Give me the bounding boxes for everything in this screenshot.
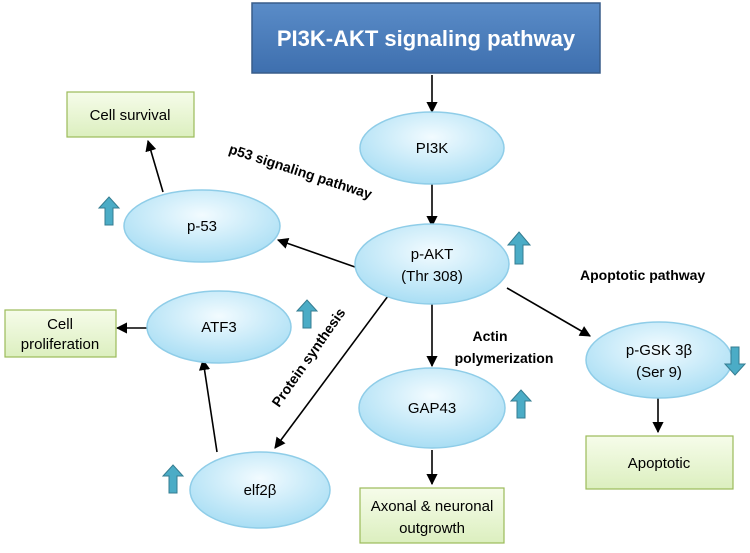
title-box: PI3K-AKT signaling pathway	[251, 2, 601, 74]
edge-pakt-pgsk	[506, 287, 591, 337]
node-atf3: ATF3	[146, 290, 292, 364]
node-gap43: GAP43	[358, 367, 506, 449]
outcome-axonal-outgrowth: Axonal & neuronal outgrowth	[359, 487, 505, 544]
outcome-axonal-line1: Axonal & neuronal	[371, 498, 494, 515]
edge-pakt-p53	[276, 238, 356, 268]
outcome-cell-proliferation: Cell proliferation	[4, 309, 117, 358]
edges	[115, 75, 664, 486]
node-pi3k-label: PI3K	[416, 140, 449, 157]
node-pakt: p-AKT (Thr 308)	[354, 223, 510, 305]
node-pakt-label-line2: (Thr 308)	[401, 268, 463, 285]
outcome-axonal-line2: outgrowth	[399, 520, 465, 537]
edge-elf2b-atf3	[198, 358, 218, 453]
node-atf3-label: ATF3	[201, 319, 237, 336]
edge-pakt-elf2b	[274, 295, 389, 449]
label-apoptotic-pathway: Apoptotic pathway	[580, 267, 705, 283]
up-arrow-icon-atf3	[295, 299, 319, 329]
diagram-title: PI3K-AKT signaling pathway	[277, 26, 576, 51]
node-pgsk-label-line2: (Ser 9)	[636, 364, 682, 381]
down-arrow-icon-pgsk	[723, 346, 747, 376]
outcome-cell-proliferation-line2: proliferation	[21, 336, 99, 353]
outcome-apoptotic: Apoptotic	[585, 435, 734, 490]
edge-p53-cellsurvival	[145, 139, 164, 193]
outcome-cell-survival-label: Cell survival	[90, 107, 171, 124]
outcome-cell-survival: Cell survival	[66, 91, 195, 138]
outcome-cell-proliferation-line1: Cell	[47, 316, 73, 333]
up-arrow-icon-gap43	[509, 389, 533, 419]
label-actin-line2: polymerization	[455, 350, 554, 366]
label-actin-line1: Actin	[473, 328, 508, 344]
node-elf2b: elf2β	[189, 451, 331, 529]
outcome-apoptotic-label: Apoptotic	[628, 455, 691, 472]
node-pgsk: p-GSK 3β (Ser 9)	[585, 321, 733, 399]
node-elf2b-label: elf2β	[244, 482, 277, 499]
label-p53-pathway: p53 signaling pathway	[227, 141, 374, 202]
up-arrow-icon-p53	[97, 196, 121, 226]
node-pakt-label-line1: p-AKT	[411, 246, 454, 263]
up-arrow-icon-elf2b	[161, 464, 185, 494]
node-p53: p-53	[123, 189, 281, 263]
up-arrow-icon-pakt	[506, 231, 532, 265]
node-pgsk-label-line1: p-GSK 3β	[626, 342, 693, 359]
node-gap43-label: GAP43	[408, 400, 456, 417]
node-p53-label: p-53	[187, 218, 217, 235]
node-pi3k: PI3K	[359, 111, 505, 185]
